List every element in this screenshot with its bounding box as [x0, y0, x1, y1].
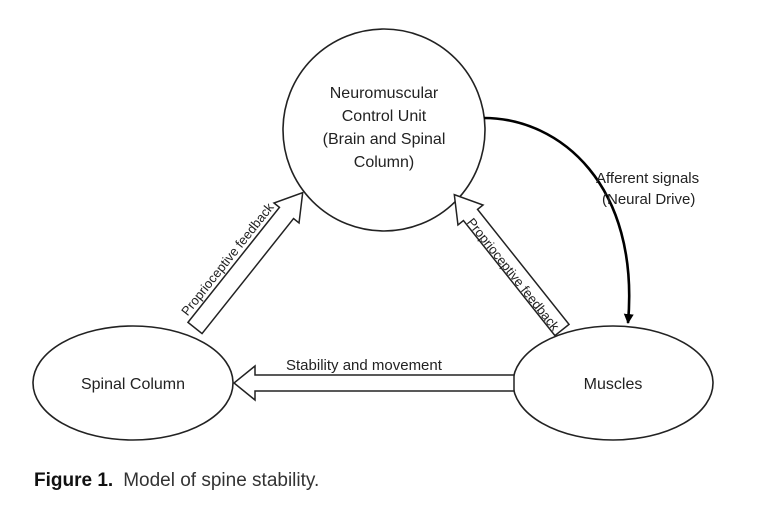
stability-edge: Stability and movement — [232, 357, 515, 402]
spinal-column-label: Spinal Column — [81, 376, 185, 393]
control-unit-label-line-3: (Brain and Spinal — [323, 131, 446, 148]
control-unit-label-line-4: Column) — [354, 154, 414, 171]
spinal-column-node: Spinal Column — [32, 325, 234, 441]
afferent-label-line-2: (Neural Drive) — [602, 191, 695, 208]
control-unit-node: Neuromuscular Control Unit (Brain and Sp… — [282, 28, 486, 232]
control-unit-label-line-2: Control Unit — [342, 108, 427, 125]
afferent-label-line-1: Afferent signals — [596, 170, 699, 187]
stability-label: Stability and movement — [286, 357, 443, 374]
stability-arrow — [232, 364, 515, 402]
caption-text: Model of spine stability. — [123, 470, 320, 491]
control-unit-label-line-1: Neuromuscular — [330, 85, 439, 102]
feedback-right-arrow — [453, 193, 571, 337]
figure-caption: Figure 1. Model of spine stability. — [34, 470, 319, 492]
muscles-label: Muscles — [584, 376, 643, 393]
feedback-right-label: Proprioceptive feedback — [464, 215, 563, 334]
feedback-left-edge: Proprioceptive feedback — [178, 191, 304, 335]
afferent-arrow — [483, 116, 634, 324]
afferent-signals-edge: Afferent signals (Neural Drive) — [483, 116, 699, 324]
feedback-right-edge: Proprioceptive feedback — [453, 193, 571, 337]
muscles-node: Muscles — [512, 325, 714, 441]
figure-number: Figure 1. — [34, 470, 114, 491]
feedback-left-arrow — [186, 191, 304, 335]
